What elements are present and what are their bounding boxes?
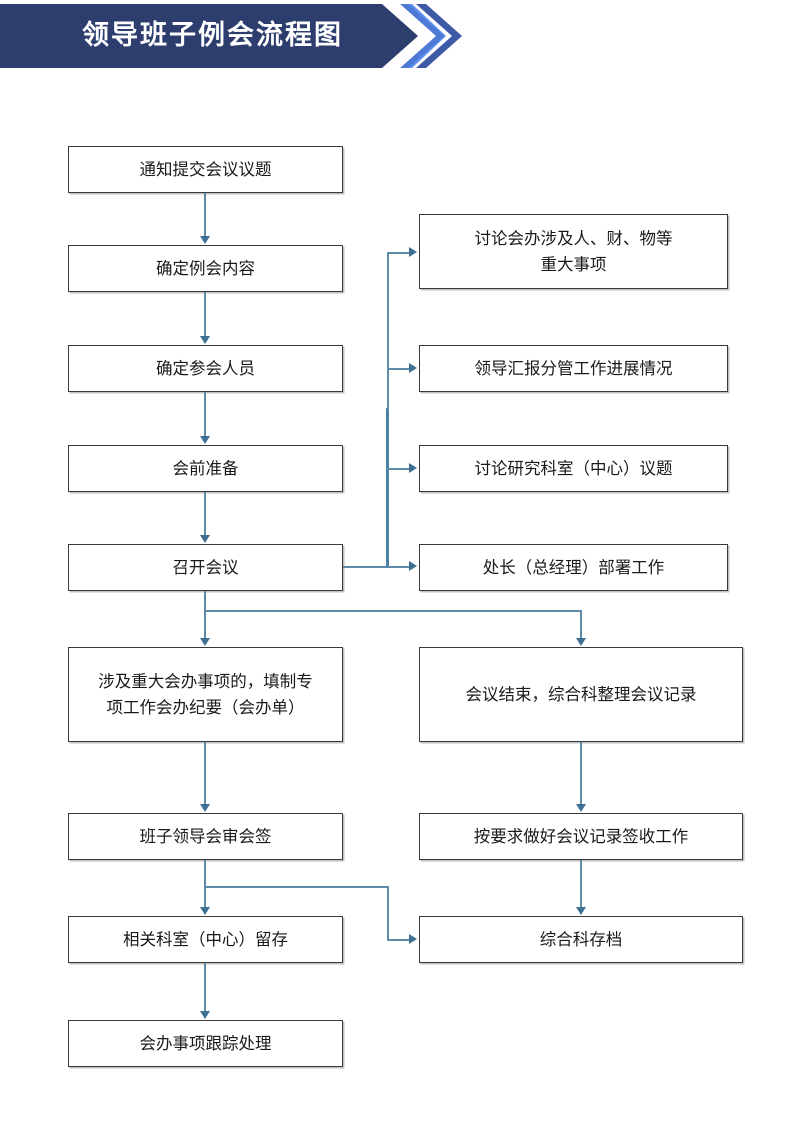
- edge-n5-r5-vertical: [580, 610, 582, 638]
- node-confirm-meeting-content[interactable]: 确定例会内容: [68, 245, 343, 292]
- edge-r5-r6: [580, 742, 582, 804]
- edge-n8-n9: [204, 963, 206, 1011]
- node-label-line2: 重大事项: [540, 254, 607, 274]
- edge-trunk-r2: [387, 368, 411, 370]
- arrow-down-icon: [200, 535, 210, 543]
- arrow-down-icon: [200, 638, 210, 646]
- node-label: 召开会议: [172, 557, 239, 577]
- edge-n5-n6: [204, 591, 206, 638]
- arrow-down-icon: [200, 907, 210, 915]
- arrow-right-icon: [409, 247, 417, 257]
- node-leader-report-progress[interactable]: 领导汇报分管工作进展情况: [419, 345, 728, 392]
- node-followup-tracking[interactable]: 会办事项跟踪处理: [68, 1020, 343, 1067]
- arrow-down-icon: [200, 804, 210, 812]
- node-records-signing-receipt[interactable]: 按要求做好会议记录签收工作: [419, 813, 743, 860]
- edge-r6-r7: [580, 860, 582, 907]
- header-banner: 领导班子例会流程图: [0, 4, 500, 68]
- node-label: 按要求做好会议记录签收工作: [473, 826, 689, 846]
- arrow-down-icon: [200, 236, 210, 244]
- edge-n7-r7-vertical: [387, 886, 389, 940]
- node-confirm-attendees[interactable]: 确定参会人员: [68, 345, 343, 392]
- node-pre-meeting-prep[interactable]: 会前准备: [68, 445, 343, 492]
- node-label: 会议结束，综合科整理会议记录: [465, 684, 697, 704]
- edge-trunk-r1: [387, 252, 411, 254]
- arrow-right-icon: [409, 463, 417, 473]
- edge-n6-n7: [204, 742, 206, 804]
- edge-n4-n5: [204, 492, 206, 535]
- node-label: 通知提交会议议题: [139, 159, 272, 179]
- node-label: 处长（总经理）部署工作: [482, 557, 665, 577]
- node-label: 会前准备: [172, 458, 239, 478]
- node-label: 确定例会内容: [156, 258, 255, 278]
- edge-n5-trunk: [343, 566, 389, 568]
- node-leadership-review-signoff[interactable]: 班子领导会审会签: [68, 813, 343, 860]
- arrow-down-icon: [576, 804, 586, 812]
- arrow-down-icon: [576, 907, 586, 915]
- edge-n7-n8: [204, 860, 206, 907]
- node-meeting-end-organize-records[interactable]: 会议结束，综合科整理会议记录: [419, 647, 743, 742]
- edge-n7-r7-horizontal: [204, 886, 389, 888]
- arrow-right-icon: [409, 363, 417, 373]
- edge-trunk-r3: [387, 468, 411, 470]
- arrow-down-icon: [576, 638, 586, 646]
- arrow-down-icon: [200, 336, 210, 344]
- arrow-right-icon: [409, 934, 417, 944]
- node-label: 相关科室（中心）留存: [123, 929, 288, 949]
- edge-n7-r7-entry: [387, 939, 411, 941]
- edge-n2-n3: [204, 292, 206, 336]
- edge-n3-n4: [204, 392, 206, 436]
- edge-trunk-r4: [387, 566, 411, 568]
- edge-n1-n2: [204, 193, 206, 237]
- node-notify-submit-topics[interactable]: 通知提交会议议题: [68, 146, 343, 193]
- edge-n5-r5-horizontal: [204, 610, 582, 612]
- node-general-office-archive[interactable]: 综合科存档: [419, 916, 743, 963]
- node-label: 确定参会人员: [156, 358, 255, 378]
- arrow-down-icon: [200, 436, 210, 444]
- edge-trunk-upper: [387, 252, 389, 410]
- node-department-retain[interactable]: 相关科室（中心）留存: [68, 916, 343, 963]
- node-label-line1: 涉及重大会办事项的，填制专: [98, 671, 313, 691]
- node-label-line1: 讨论会办涉及人、财、物等: [474, 228, 673, 248]
- node-discuss-department-topics[interactable]: 讨论研究科室（中心）议题: [419, 445, 728, 492]
- header-bar: [0, 4, 418, 68]
- node-fill-special-minutes[interactable]: 涉及重大会办事项的，填制专 项工作会办纪要（会办单）: [68, 647, 343, 742]
- node-label: 会办事项跟踪处理: [139, 1033, 272, 1053]
- node-hold-meeting[interactable]: 召开会议: [68, 544, 343, 591]
- page-title: 领导班子例会流程图: [82, 20, 343, 51]
- arrow-down-icon: [200, 1011, 210, 1019]
- node-label-line2: 项工作会办纪要（会办单）: [106, 697, 305, 717]
- edge-trunk-lower: [386, 408, 389, 568]
- node-discuss-major-matters[interactable]: 讨论会办涉及人、财、物等 重大事项: [419, 214, 728, 289]
- node-label: 领导汇报分管工作进展情况: [474, 358, 673, 378]
- node-label: 讨论研究科室（中心）议题: [474, 458, 673, 478]
- node-director-deploy-work[interactable]: 处长（总经理）部署工作: [419, 544, 728, 591]
- node-label: 综合科存档: [539, 929, 623, 949]
- arrow-right-icon: [409, 561, 417, 571]
- node-label: 班子领导会审会签: [139, 826, 272, 846]
